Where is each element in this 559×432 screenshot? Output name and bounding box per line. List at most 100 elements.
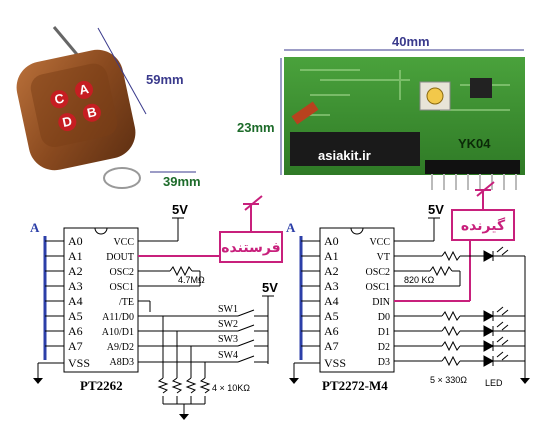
button-label-b: B [86,104,98,121]
pcb-photo: 40mm 23mm asiakit.ir YK04 [237,34,525,190]
brand-label: asiakit.ir [318,148,371,163]
rx-osc-resistor-value: 820 KΩ [404,275,435,285]
tx-pin-a1: A1 [68,249,83,263]
tx-pull-resistors: 4 × 10KΩ [157,316,250,420]
rx-chip-notch [350,227,364,235]
rx-chip-name: PT2272-M4 [322,378,388,393]
tx-pin-vcc: VCC [113,237,134,248]
remote-button-a [74,80,93,99]
led-icon [483,250,495,262]
rx-pin-d3: D3 [378,357,390,368]
tx-pin-osc1: OSC1 [110,282,134,293]
tx-pin-a3: A3 [68,279,83,293]
remote-keyring [103,167,141,189]
rx-title-box [451,209,515,241]
rx-pin-osc2: OSC2 [366,267,390,278]
module-width-label: 40mm [392,34,430,49]
rx-pin-a3: A3 [324,279,339,293]
remote-face [30,63,118,148]
rx-pin-vcc: VCC [369,237,390,248]
tx-antenna-icon [243,195,263,216]
tx-chip-name: PT2262 [80,378,123,393]
rx-pin-a1: A1 [324,249,339,263]
tx-pull-resistor-value: 4 × 10KΩ [212,383,250,393]
tx-pin-d1: A10/D1 [102,327,134,338]
rx-pin-a2: A2 [324,264,339,278]
rx-pin-a4: A4 [324,294,339,308]
rx-pin-d1: D1 [378,327,390,338]
rx-antenna-icon [475,181,495,202]
rx-pin-a6: A6 [324,324,339,338]
dim-line-59 [97,27,147,115]
rx-pin-a7: A7 [324,339,339,353]
rx-pin-osc1: OSC1 [366,282,390,293]
receiver-schematic: A PT2272-M4 A0 A1 A2 A3 A4 A5 A6 A7 VSS … [286,181,530,393]
button-label-c: C [53,90,66,107]
tx-pin-a4: A4 [68,294,83,308]
tx-pull-ground-icon [179,414,189,420]
tx-5v-label: 5V [172,202,188,217]
tx-pin-vss: VSS [68,356,90,370]
tx-osc-resistor-value: 4.7MΩ [178,275,205,285]
remote-height-label: 39mm [163,174,201,189]
tx-switch-2: SW2 [218,319,238,330]
rx-pin-d0: D0 [378,312,390,323]
tx-switch-1: SW1 [218,304,238,315]
tx-pin-osc2: OSC2 [110,267,134,278]
rx-pin-a5: A5 [324,309,339,323]
tx-chip-body [63,227,139,373]
rx-right-pins: VCC VT OSC2 OSC1 DIN D0 D1 D2 D3 [366,237,391,368]
remote-button-d [58,113,77,132]
rx-left-pins: A0 A1 A2 A3 A4 A5 A6 A7 VSS [289,234,346,384]
pcb-main-ic [290,132,420,166]
tx-pin-te: /TE [119,297,134,308]
rx-pin-vss: VSS [324,356,346,370]
remote-dimensions: 59mm 39mm [97,27,201,189]
rx-title: گیرنده [461,217,506,234]
tx-switch-4: SW4 [218,350,238,361]
tx-title: فرستنده [221,240,280,256]
tx-pin-d0: A11/D0 [102,312,134,323]
tx-pin-a2: A2 [68,264,83,278]
rx-led-ground-icon [520,378,530,384]
tx-pin-a6: A6 [68,324,83,338]
tx-pin-a5: A5 [68,309,83,323]
tx-pin-d2: A9/D2 [107,342,134,353]
tx-pin-d3: A8D3 [110,357,134,368]
remote-button-c [50,90,69,109]
tx-5v-label-2: 5V [262,280,278,295]
pcb-small-ic [470,78,492,98]
module-label: YK04 [458,136,491,151]
tx-switch-lines [138,300,238,363]
tx-right-pins: VCC DOUT OSC2 OSC1 /TE A11/D0 A10/D1 A9/… [102,237,135,368]
rx-pin-a0: A0 [324,234,339,248]
tx-ground-icon [33,378,43,384]
tx-pin-a0: A0 [68,234,83,248]
rx-5v-label: 5V [428,202,444,217]
module-height-label: 23mm [237,120,275,135]
rx-chip-body [319,227,395,373]
rx-osc-resistor [429,265,453,277]
pcb-header-pins [425,160,520,190]
rx-led-resistor-value: 5 × 330Ω [430,375,467,385]
rx-led-label: LED [485,378,503,388]
rx-pin-din: DIN [372,297,390,308]
led-icon [483,340,495,352]
button-label-d: D [61,113,73,130]
remote-button-b [82,103,101,122]
tx-pin-dout: DOUT [106,252,134,263]
led-icon [483,355,495,367]
transmitter-schematic: A PT2262 A0 A1 A2 A3 A4 A5 A6 A7 VSS VCC [30,195,283,420]
remote-antenna [52,26,82,59]
tx-switch-3: SW3 [218,334,238,345]
tx-bus-label: A [30,220,40,235]
led-icon [483,325,495,337]
led-icon [483,310,495,322]
tx-left-pins: A0 A1 A2 A3 A4 A5 A6 A7 VSS [33,234,90,384]
pcb-trimmer-knob [426,87,444,105]
rx-ground-icon [289,378,299,384]
rx-pin-vt: VT [377,252,390,263]
remote-photo: C A D B [16,26,141,189]
tx-pin-a7: A7 [68,339,83,353]
